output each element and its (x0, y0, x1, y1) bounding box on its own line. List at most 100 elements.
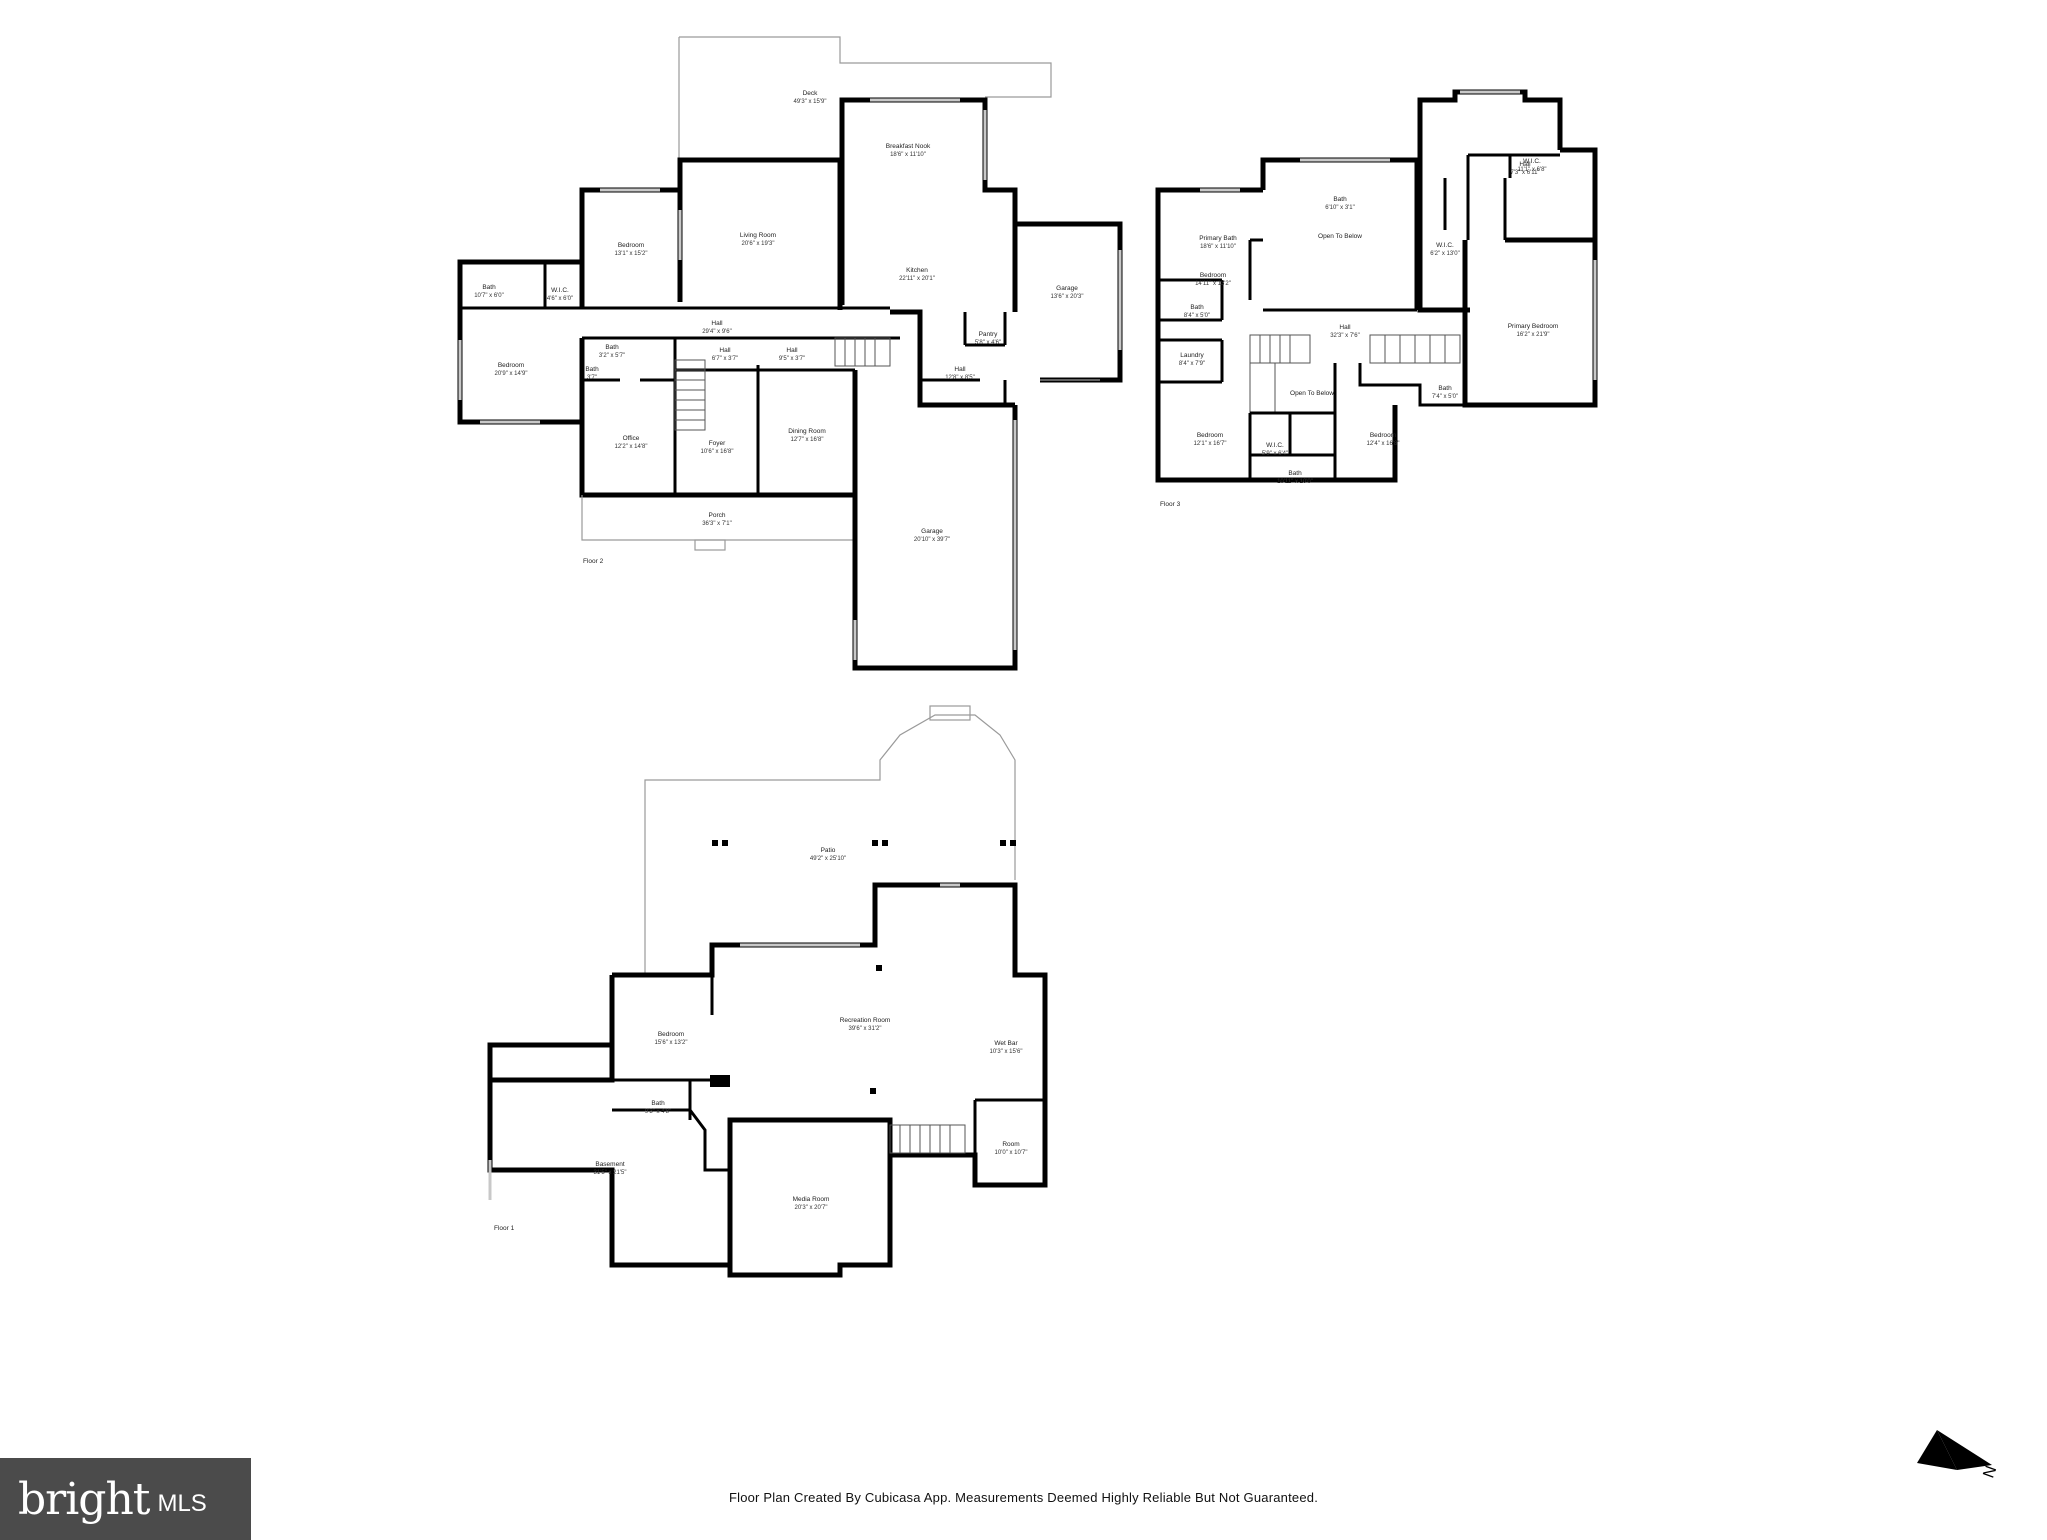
garage-lower-walls (852, 370, 1018, 671)
floor2-room-hall-14-name: Hall (786, 347, 798, 354)
floor3-room-hall-2-name: Hall (1519, 161, 1531, 168)
floor2-room-bath-11-dim: 3'2" x 5'7" (599, 353, 625, 359)
floor2-room-w-i-c-7-dim: 4'6" x 6'0" (547, 296, 573, 302)
basement-walls (487, 975, 615, 1083)
floor3-room-bath-7-name: Bath (1190, 304, 1204, 311)
wic-primary-walls (1505, 147, 1598, 243)
floor2-room-hall-8-dim: 29'4" x 9'6" (702, 329, 732, 335)
floor2-room-w-i-c-7-name: W.I.C. (551, 287, 569, 294)
stair-foyer-icon (674, 359, 706, 431)
floor2-room-bath-6-dim: 10'7" x 6'0" (474, 293, 504, 299)
stair-kitchen-icon (834, 337, 891, 367)
floor2-room-porch-19-name: Porch (709, 512, 726, 519)
wic-left-walls (1417, 178, 1470, 313)
floor1-room-room-5-dim: 10'0" x 10'7" (995, 1150, 1028, 1156)
bedroom-upper-walls (579, 187, 680, 308)
floor3-room-bath-16-dim: 10'11" x 10'0" (1277, 479, 1313, 485)
patio-outline (644, 714, 1016, 975)
north-arrow-icon: N (1917, 1430, 2000, 1481)
floor3-room-w-i-c-6-dim: 6'2" x 13'0" (1430, 251, 1460, 257)
floor3-room-hall-2-dim: 7'3" x 6'11" (1510, 170, 1539, 176)
logo-word: bright (18, 1473, 150, 1525)
floor1-room-patio-0-name: Patio (821, 847, 836, 854)
floor3-room-primary-bedroom-9-name: Primary Bedroom (1508, 323, 1559, 330)
floor2-room-bath-12-dim: 3'7" (587, 375, 597, 381)
floor1-room-recreation-room-1-name: Recreation Room (840, 1017, 891, 1024)
north-letter: N (1980, 1464, 2000, 1481)
floor2-room-living-room-2-name: Living Room (740, 232, 776, 239)
floor1-room-bedroom-2-dim: 15'6" x 13'2" (655, 1040, 688, 1046)
floor3-room-bath-12-name: Bath (1438, 385, 1452, 392)
floor2-room-bedroom-10-dim: 20'9" x 14'9" (495, 371, 528, 377)
floor1-room-bedroom-2-name: Bedroom (658, 1031, 684, 1038)
floor3-room-primary-bath-0-name: Primary Bath (1199, 235, 1237, 242)
floor3-room-bedroom-4-dim: 14'11" x 13'2" (1195, 281, 1231, 287)
floor2-room-office-16-dim: 12'2" x 14'8" (615, 444, 648, 450)
porch-outline (581, 495, 855, 541)
floor2-room-dining-room-18-dim: 12'7" x 16'8" (791, 437, 824, 443)
floor2-room-foyer-17-dim: 10'6" x 16'8" (701, 449, 734, 455)
floor2-room-hall-15-name: Hall (954, 366, 966, 373)
bedrooms-left-walls (1155, 187, 1398, 483)
garage-right-walls (1015, 221, 1123, 383)
floor1-room-media-room-7-dim: 20'3" x 20'7" (795, 1205, 828, 1211)
floor2-room-deck-0-dim: 49'3" x 15'9" (794, 99, 827, 105)
floor3-room-bedroom-4-name: Bedroom (1200, 272, 1226, 279)
floor2-room-deck-0-name: Deck (803, 90, 819, 97)
bright-mls-logo: bright MLS (0, 1458, 251, 1540)
floor2-room-bath-6-name: Bath (482, 284, 496, 291)
floor3-room-bath-1-dim: 6'10" x 3'1" (1325, 205, 1355, 211)
floor2-room-breakfast-nook-1-name: Breakfast Nook (886, 143, 931, 150)
floor2-room-hall-8-name: Hall (711, 320, 723, 327)
floor1-room-recreation-room-1-dim: 39'6" x 31'2" (849, 1026, 882, 1032)
floor-2-label: Floor 2 (583, 558, 604, 565)
floor3-room-primary-bath-0-dim: 18'6" x 11'10" (1200, 244, 1236, 250)
floor3-room-bedroom-15-dim: 12'4" x 16'8" (1367, 441, 1400, 447)
floor3-room-w-i-c-3-name: W.I.C. (1523, 158, 1541, 165)
floor2-room-hall-13-name: Hall (719, 347, 731, 354)
floor1-room-wet-bar-3-name: Wet Bar (994, 1040, 1018, 1047)
floor2-room-hall-15-dim: 12'8" x 8'5" (945, 375, 975, 381)
floor2-room-breakfast-nook-1-dim: 18'6" x 11'10" (890, 152, 926, 158)
floor1-room-bath-4-dim: 9'3" x 4'8" (645, 1109, 671, 1115)
floor2-room-kitchen-4-name: Kitchen (906, 267, 928, 274)
floor1-room-room-5-name: Room (1002, 1141, 1019, 1148)
stair-floor3-icon (1249, 334, 1461, 414)
floor2-room-living-room-2-dim: 20'6" x 19'3" (742, 241, 775, 247)
hall-pantry-walls (890, 309, 1015, 408)
floor2-room-garage-5-name: Garage (1056, 285, 1078, 292)
recreation-walls (612, 882, 1048, 1278)
floor-1-plan (487, 705, 1048, 1278)
floor1-room-wet-bar-3-dim: 10'3" x 15'6" (990, 1049, 1023, 1055)
floor2-room-garage-20-dim: 20'10" x 39'7" (914, 537, 950, 543)
floor3-room-bedroom-13-name: Bedroom (1197, 432, 1223, 439)
floor1-room-basement-6-dim: 31'5" x 21'5" (594, 1170, 627, 1176)
logo-suffix: MLS (157, 1490, 207, 1517)
floor2-room-bedroom-10-name: Bedroom (498, 362, 524, 369)
floor2-room-office-16-name: Office (623, 435, 640, 442)
floor2-room-foyer-17-name: Foyer (709, 440, 726, 447)
floor3-room-bath-12-dim: 7'4" x 5'0" (1432, 394, 1458, 400)
floor2-room-hall-14-dim: 9'5" x 3'7" (779, 356, 805, 362)
disclaimer-footer: Floor Plan Created By Cubicasa App. Meas… (728, 1490, 1319, 1505)
floor2-room-bath-11-name: Bath (605, 344, 619, 351)
bedroom-left-walls (457, 259, 582, 425)
floor2-room-kitchen-4-dim: 22'11" x 20'1" (899, 276, 935, 282)
floor3-room-bedroom-13-dim: 12'1" x 16'7" (1194, 441, 1227, 447)
floor2-room-garage-20-name: Garage (921, 528, 943, 535)
deck-outline (679, 36, 1052, 98)
floor3-room-open-to-below-5-name: Open To Below (1318, 233, 1362, 240)
floor3-room-bath-16-name: Bath (1288, 470, 1302, 477)
floor1-room-patio-0-dim: 49'2" x 25'10" (810, 856, 846, 862)
floor2-room-bedroom-3-name: Bedroom (618, 242, 644, 249)
floor1-room-bath-4-name: Bath (651, 1100, 665, 1107)
floor2-room-pantry-9-dim: 5'8" x 4'6" (975, 340, 1001, 346)
floor2-room-porch-19-dim: 36'3" x 7'1" (702, 521, 732, 527)
floor3-room-open-to-below-11-name: Open To Below (1290, 390, 1334, 397)
floor3-room-w-i-c-14-dim: 5'9" x 6'4" (1262, 451, 1288, 457)
floor3-room-primary-bedroom-9-dim: 16'2" x 21'9" (1517, 332, 1550, 338)
floor3-room-hall-8-dim: 32'3" x 7'6" (1330, 333, 1360, 339)
primary-bath-walls (1417, 89, 1563, 178)
floor-3-label: Floor 3 (1160, 501, 1181, 508)
